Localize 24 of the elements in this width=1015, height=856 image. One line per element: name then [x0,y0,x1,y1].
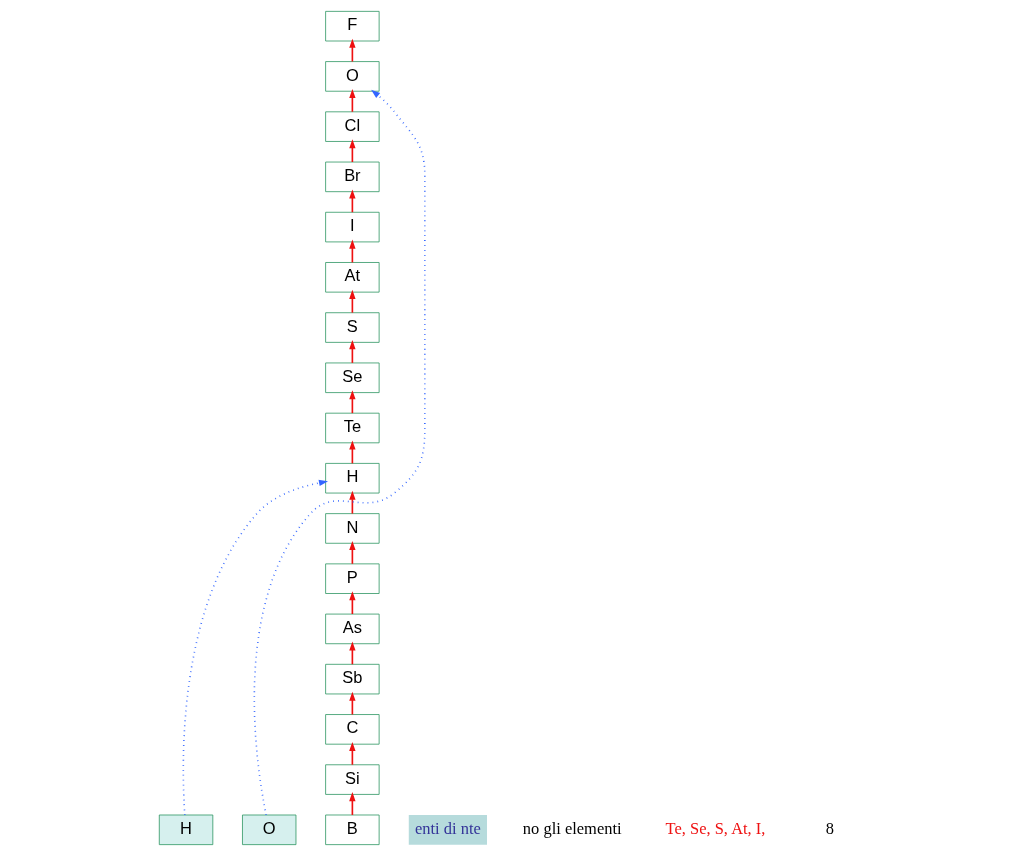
label: 8 [825,818,834,838]
label: Te, Se, S, At, I, [665,818,765,838]
node-box: F [324,10,380,42]
node-box: C [324,714,380,745]
node-box: O [241,814,296,846]
node-box: S [324,312,380,343]
node-box: H [324,463,380,494]
node-box: Se [324,362,380,393]
node-box: Br [324,161,380,193]
node-box: I [324,211,380,243]
node-box: As [324,613,380,645]
node-box: Sb [324,663,380,695]
node-box: enti di nte [408,815,487,845]
node-box: O [324,61,380,92]
node-box: At [324,262,380,293]
node-box: Si [324,764,380,795]
node-box: Te [324,412,380,444]
node-box: Cl [324,111,380,142]
node-box: B [324,814,380,846]
node-box: N [324,513,380,544]
node-box: P [324,563,380,594]
node-box: H [158,814,213,846]
label: no gli elementi [522,818,622,838]
arrow [182,479,328,816]
